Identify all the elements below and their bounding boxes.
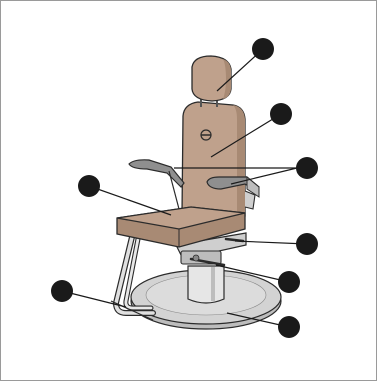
brand-logo-icon (201, 130, 211, 140)
headrest (192, 56, 231, 107)
chair-column (188, 266, 224, 303)
callout-marker-seat (78, 175, 100, 197)
backrest (182, 102, 255, 216)
callout-marker-armrests (296, 157, 318, 179)
armrest-left (129, 160, 184, 209)
callout-marker-footrest (51, 280, 73, 302)
callout-marker-backrest (270, 103, 292, 125)
callout-marker-seat-lever (296, 233, 318, 255)
footrest (111, 237, 153, 320)
callout-marker-column-lock (278, 271, 300, 293)
leader-seat (89, 186, 171, 215)
callout-marker-base (278, 316, 300, 338)
callout-marker-headrest (252, 38, 274, 60)
